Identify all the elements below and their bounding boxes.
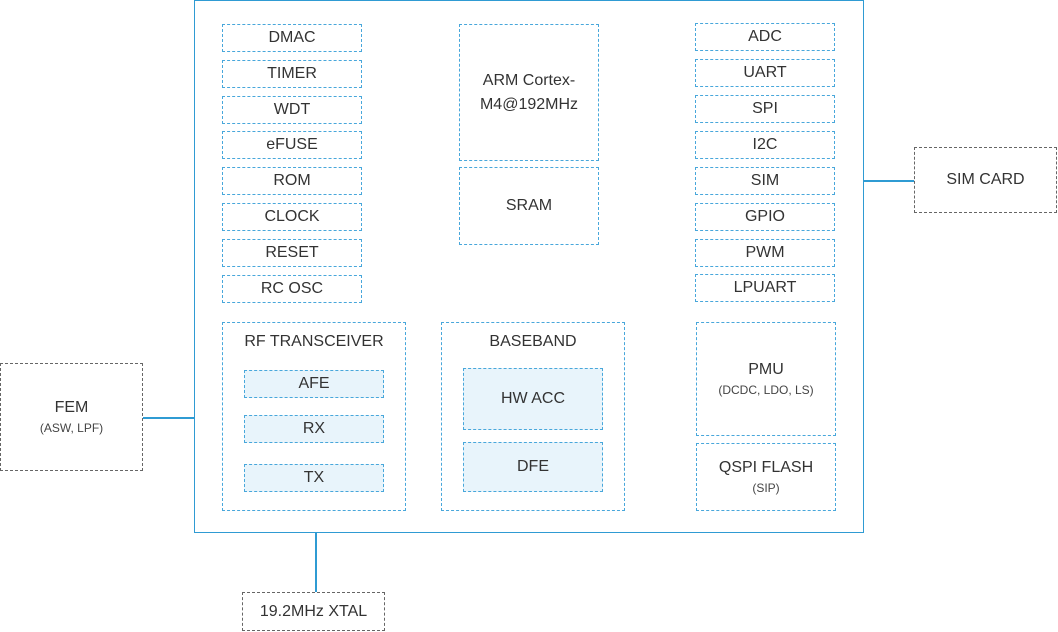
- block-i2c: I2C: [695, 131, 835, 159]
- block-label: CLOCK: [264, 208, 320, 225]
- external-xtal: 19.2MHz XTAL: [242, 592, 385, 631]
- block-label: TIMER: [267, 65, 317, 82]
- block-label: LPUART: [733, 279, 797, 296]
- block-rc-osc: RC OSC: [222, 275, 362, 303]
- block-cpu: ARM Cortex- M4@192MHz: [459, 24, 599, 161]
- pmu-title: PMU: [748, 360, 784, 378]
- block-label: UART: [743, 64, 787, 81]
- block-clock: CLOCK: [222, 203, 362, 231]
- block-pwm: PWM: [695, 239, 835, 267]
- block-label: DMAC: [268, 29, 316, 46]
- cpu-label-line2: M4@192MHz: [479, 95, 579, 113]
- block-pmu: PMU (DCDC, LDO, LS): [696, 322, 836, 436]
- block-label: I2C: [752, 136, 778, 153]
- block-spi: SPI: [695, 95, 835, 123]
- block-label: SRAM: [505, 197, 553, 214]
- block-dmac: DMAC: [222, 24, 362, 52]
- block-rom: ROM: [222, 167, 362, 195]
- block-label: DFE: [517, 458, 549, 475]
- cpu-label-line1: ARM Cortex-: [482, 71, 576, 89]
- pmu-subtitle: (DCDC, LDO, LS): [718, 382, 814, 397]
- block-sram: SRAM: [459, 167, 599, 245]
- block-dfe: DFE: [463, 442, 603, 492]
- sim-card-connection-line: [835, 180, 915, 182]
- baseband-title: BASEBAND: [489, 333, 577, 350]
- xtal-connection-line: [315, 511, 317, 592]
- block-label: PWM: [745, 244, 785, 261]
- fem-connection-line: [143, 417, 223, 419]
- block-label: ROM: [273, 172, 311, 189]
- block-tx: TX: [244, 464, 384, 492]
- block-label: RX: [302, 420, 326, 437]
- block-gpio: GPIO: [695, 203, 835, 231]
- block-wdt: WDT: [222, 96, 362, 124]
- block-hw-acc: HW ACC: [463, 368, 603, 430]
- block-adc: ADC: [695, 23, 835, 51]
- xtal-label: 19.2MHz XTAL: [259, 602, 368, 620]
- block-rx: RX: [244, 415, 384, 443]
- qspi-flash-subtitle: (SIP): [752, 480, 780, 495]
- external-sim-card: SIM CARD: [914, 147, 1057, 213]
- block-label: AFE: [298, 375, 330, 392]
- block-label: HW ACC: [501, 390, 565, 407]
- external-fem: FEM (ASW, LPF): [0, 363, 143, 471]
- block-label: RESET: [265, 244, 319, 261]
- block-afe: AFE: [244, 370, 384, 398]
- block-label: SIM: [750, 172, 780, 189]
- block-lpuart: LPUART: [695, 274, 835, 302]
- block-timer: TIMER: [222, 60, 362, 88]
- sim-card-label: SIM CARD: [946, 171, 1025, 188]
- block-label: ADC: [748, 28, 782, 45]
- fem-title: FEM: [54, 398, 89, 416]
- block-qspi-flash: QSPI FLASH (SIP): [696, 443, 836, 511]
- block-label: RC OSC: [260, 280, 324, 297]
- qspi-flash-title: QSPI FLASH: [718, 458, 814, 476]
- block-reset: RESET: [222, 239, 362, 267]
- block-label: GPIO: [744, 208, 785, 225]
- block-label: SPI: [752, 100, 778, 117]
- block-efuse: eFUSE: [222, 131, 362, 159]
- block-label: TX: [303, 469, 325, 486]
- block-label: WDT: [273, 101, 311, 118]
- rf-transceiver-title: RF TRANSCEIVER: [244, 333, 384, 350]
- block-sim: SIM: [695, 167, 835, 195]
- block-uart: UART: [695, 59, 835, 87]
- block-label: eFUSE: [266, 136, 318, 153]
- fem-subtitle: (ASW, LPF): [39, 420, 104, 435]
